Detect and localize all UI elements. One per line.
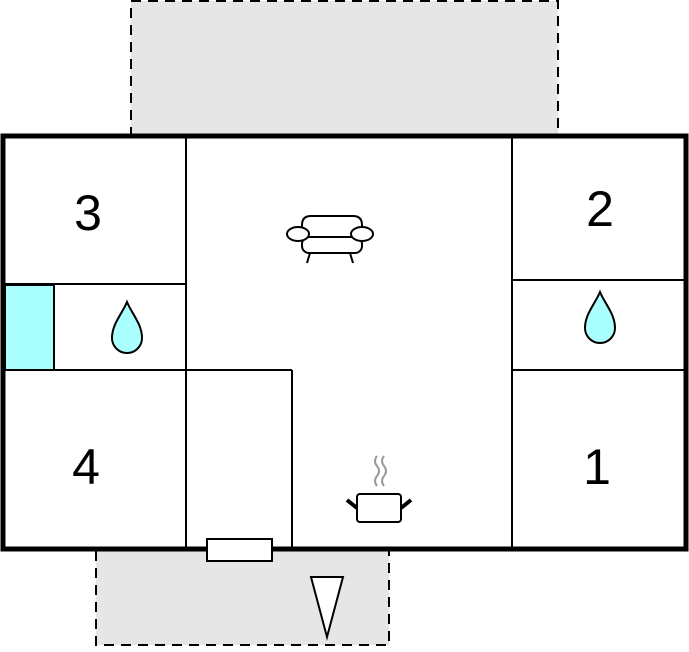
water-tank xyxy=(4,284,55,371)
water-drop-icon xyxy=(583,289,617,344)
sofa-icon xyxy=(286,215,374,264)
cooking-pot-icon xyxy=(345,455,413,523)
room-1-label: 1 xyxy=(583,439,611,495)
terrace-top xyxy=(130,0,559,136)
door-icon xyxy=(206,538,273,562)
interior-walls xyxy=(3,136,686,550)
room-3-label: 3 xyxy=(74,185,102,241)
room-2-label: 2 xyxy=(586,181,614,237)
room-4-label: 4 xyxy=(72,439,100,495)
entrance-arrow-icon xyxy=(309,576,345,641)
water-drop-icon xyxy=(110,299,144,354)
terrace-bottom xyxy=(95,549,390,646)
